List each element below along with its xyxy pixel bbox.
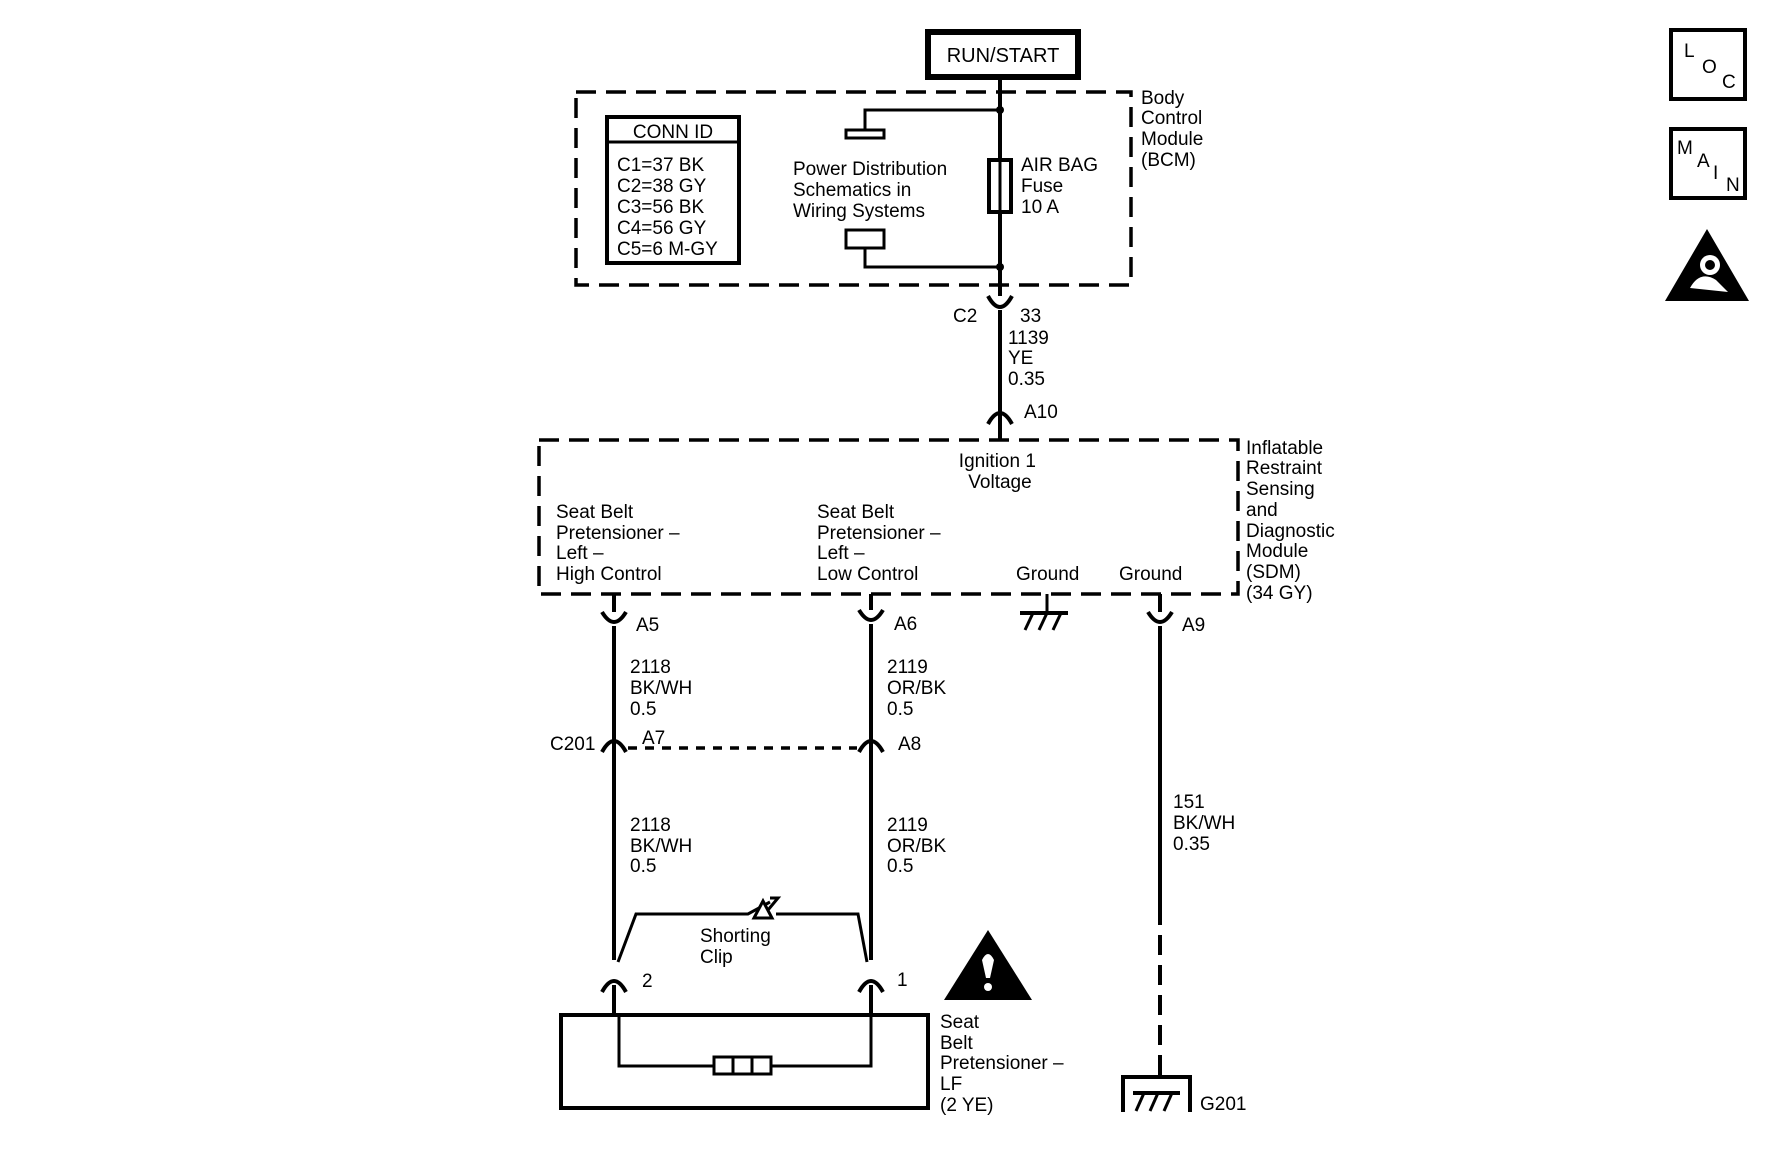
pin-a6-label: A6	[894, 614, 917, 635]
ignition-voltage-label: Ignition 1 Voltage	[959, 451, 1041, 493]
seat-belt-pretensioner[interactable]	[559, 1013, 930, 1110]
svg-text:C: C	[1722, 72, 1736, 93]
pin-33-label: 33	[1020, 306, 1041, 327]
low-control-label: Seat Belt Pretensioner – Left – Low Cont…	[817, 502, 946, 585]
wire-2119-upper-label: 2119 OR/BK 0.5	[887, 657, 951, 720]
svg-text:A: A	[1697, 151, 1710, 172]
connector-c2[interactable]	[986, 294, 1014, 309]
wire-1139-label: 1139 YE 0.35	[1008, 328, 1054, 390]
conn-id-entry: C5=6 M-GY	[617, 239, 718, 260]
pin-a7-label: A7	[642, 728, 665, 749]
airbag-warning-icon[interactable]	[1665, 229, 1749, 301]
wire-2118-lower-label: 2118 BK/WH 0.5	[630, 815, 698, 877]
conn-id-title: CONN ID	[633, 122, 713, 143]
run-start-label: RUN/START	[947, 45, 1060, 67]
connector-a5[interactable]	[600, 610, 628, 624]
connector-pin-1[interactable]	[857, 979, 885, 994]
conn-id-entry: C3=56 BK	[617, 197, 704, 218]
ground-label-2: Ground	[1119, 564, 1182, 585]
wire-2119-lower-label: 2119 OR/BK 0.5	[887, 815, 951, 877]
pin-a9-label: A9	[1182, 615, 1205, 636]
sdm-ground-symbol	[1020, 594, 1068, 631]
caution-triangle-icon	[944, 930, 1032, 1000]
svg-text:M: M	[1677, 138, 1693, 159]
main-button[interactable]: M A I N	[1669, 127, 1747, 200]
shorting-clip-label: Shorting Clip	[700, 926, 776, 968]
power-distribution-label: Power Distribution Schematics in Wiring …	[793, 159, 952, 222]
squib-resistor	[712, 1055, 773, 1076]
wire-2118-upper-label: 2118 BK/WH 0.5	[630, 657, 698, 720]
ground-label-1: Ground	[1016, 564, 1079, 585]
conn-id-entry: C1=37 BK	[617, 155, 704, 176]
connector-c201-label: C201	[550, 734, 595, 755]
ground-g201-label: G201	[1200, 1094, 1246, 1115]
run-start-source[interactable]: RUN/START	[925, 29, 1081, 80]
power-distribution-reference[interactable]: Power Distribution Schematics in Wiring …	[793, 108, 1000, 269]
connector-a10[interactable]	[986, 411, 1014, 426]
shorting-clip[interactable]	[616, 896, 869, 963]
conn-id-entry: C4=56 GY	[617, 218, 707, 239]
high-control-label: Seat Belt Pretensioner – Left – High Con…	[556, 502, 685, 585]
pretensioner-label: Seat Belt Pretensioner – LF (2 YE)	[940, 1012, 1069, 1116]
ground-g201[interactable]	[1121, 1075, 1192, 1112]
wire-151-label: 151 BK/WH 0.35	[1173, 792, 1241, 855]
svg-text:O: O	[1702, 57, 1717, 78]
svg-text:L: L	[1684, 41, 1695, 62]
connector-a9[interactable]	[1146, 610, 1174, 624]
pin-1-label: 1	[897, 970, 908, 991]
svg-text:N: N	[1726, 175, 1740, 196]
pin-a10-label: A10	[1024, 402, 1058, 423]
sdm-name: Inflatable Restraint Sensing and Diagnos…	[1246, 438, 1340, 604]
pin-a5-label: A5	[636, 615, 659, 636]
connector-pin-2[interactable]	[600, 979, 628, 994]
bcm-module-box	[574, 90, 1133, 287]
loc-button[interactable]: L O C	[1669, 28, 1747, 101]
pin-a8-label: A8	[898, 734, 921, 755]
bcm-name: Body Control Module (BCM)	[1141, 88, 1209, 171]
svg-text:I: I	[1713, 163, 1718, 184]
connector-a6[interactable]	[857, 608, 885, 622]
fuse-label: AIR BAG Fuse 10 A	[1021, 155, 1103, 218]
conn-id-entry: C2=38 GY	[617, 176, 707, 197]
conn-id-table: CONN ID C1=37 BK C2=38 GY C3=56 BK C4=56…	[605, 115, 741, 265]
sdm-module-box	[537, 438, 1240, 596]
connector-c2-label: C2	[953, 306, 977, 327]
pin-2-label: 2	[642, 971, 653, 992]
